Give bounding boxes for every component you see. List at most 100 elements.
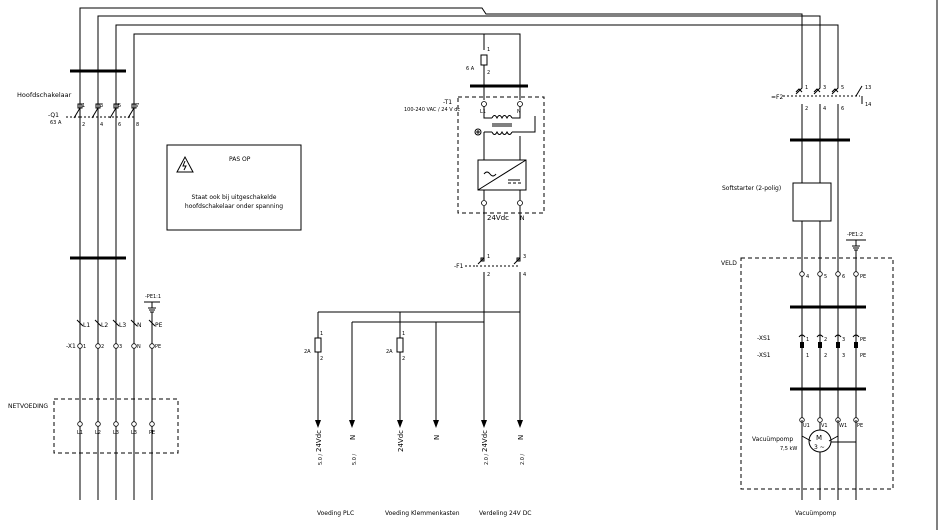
- svg-text:5.0 /: 5.0 /: [352, 453, 358, 465]
- fuse-2a-2: [396, 337, 404, 353]
- xs1-socket: [816, 334, 824, 338]
- q1-bot-2: 2: [82, 122, 85, 128]
- svg-text:3: 3: [842, 337, 845, 343]
- q1-bot-4: 4: [100, 122, 103, 128]
- ground-icon: [148, 307, 156, 313]
- q1-contact: [73, 107, 81, 119]
- svg-text:N: N: [349, 435, 357, 440]
- mains-terminal: [113, 421, 119, 427]
- softstarter: Softstarter (2-polig): [722, 182, 832, 222]
- power-supply-t1: -T1 100-240 VAC / 24 V dc L1 N 24Vdc N: [404, 96, 545, 258]
- x1-num-N: N: [137, 344, 141, 350]
- q1-top-3: 3: [100, 103, 103, 109]
- q1-bot-8: 8: [136, 122, 139, 128]
- top-feeder-wires: [79, 7, 839, 500]
- svg-text:2.0 /: 2.0 /: [520, 453, 526, 465]
- svg-text:4: 4: [806, 274, 809, 280]
- earth-symbol-icon: [474, 128, 482, 136]
- x1-num-1: 1: [83, 344, 86, 350]
- svg-text:L1: L1: [480, 109, 486, 115]
- svg-text:14: 14: [865, 102, 871, 108]
- mains-title: NETVOEDING: [8, 403, 48, 410]
- svg-text:1: 1: [320, 331, 323, 337]
- svg-text:4: 4: [823, 106, 826, 112]
- mains-label-2: L2: [95, 430, 101, 436]
- svg-text:2: 2: [824, 353, 827, 359]
- motor-name: Vacuümpomp: [752, 436, 793, 443]
- svg-text:3: 3: [842, 353, 845, 359]
- svg-text:W1: W1: [839, 423, 847, 429]
- x1-tag: -X1: [66, 343, 76, 350]
- field-terminal: [799, 271, 805, 277]
- svg-text:3 ~: 3 ~: [814, 444, 825, 451]
- svg-text:2A: 2A: [386, 349, 393, 355]
- svg-text:1: 1: [402, 331, 405, 337]
- pe-left-label: -PE1:1: [145, 294, 161, 300]
- t1-out-24vdc: 24Vdc: [487, 214, 509, 222]
- q1-top-5: 5: [118, 103, 121, 109]
- field-terminal: [853, 271, 859, 277]
- warning-heading: PAS OP: [229, 156, 251, 163]
- xs1-pin: [854, 342, 858, 348]
- q1-contact-mark: [95, 103, 101, 109]
- pe-right-terminal: -PE1:2: [846, 232, 866, 500]
- main-switch-q1: Hoofdschakelaar -Q1 63 A 1 3 5 7 2 4 6 8: [17, 69, 139, 260]
- fuse-2a-1: [314, 337, 322, 353]
- svg-text:5.0 /: 5.0 /: [318, 453, 324, 465]
- mains-label-3: L3: [113, 430, 119, 436]
- svg-text:1: 1: [806, 337, 809, 343]
- f1-tag: -F1: [454, 263, 464, 270]
- q1-contact: [109, 107, 117, 119]
- svg-text:N: N: [517, 435, 525, 440]
- svg-text:V1: V1: [821, 423, 828, 429]
- fuse-6a: 1 2 6 A: [466, 47, 528, 100]
- xs1-tag-top: -XS1: [757, 335, 771, 342]
- breaker-f1: -F1 1 3 2 4: [454, 254, 526, 312]
- x1-terminal: [149, 343, 155, 349]
- x1-terminals: -X1 L1 L2 L3 N PE 1 2 3 N PE: [66, 319, 163, 350]
- output-arrow-icon: [481, 420, 487, 428]
- q1-contact-mark: [113, 103, 119, 109]
- x1-tick: [94, 319, 102, 327]
- f2-tag: =F2: [771, 94, 783, 101]
- xs1-socket: [834, 334, 842, 338]
- x1-num-3: 3: [119, 344, 122, 350]
- x1-terminal: [95, 343, 101, 349]
- x1-tick: [130, 319, 138, 327]
- output-arrow-icon: [349, 420, 355, 428]
- x1-terminal: [77, 343, 83, 349]
- output-arrow-icon: [315, 420, 321, 428]
- main-switch-title: Hoofdschakelaar: [17, 91, 72, 99]
- softstarter-label: Softstarter (2-polig): [722, 185, 781, 192]
- motor-icon: [808, 429, 832, 453]
- svg-text:3: 3: [523, 254, 526, 260]
- q1-top-7: 7: [136, 103, 139, 109]
- t1-spec: 100-240 VAC / 24 V dc: [404, 107, 460, 113]
- mains-terminal: [77, 421, 83, 427]
- svg-text:24Vdc: 24Vdc: [315, 430, 323, 452]
- xs1-socket: [852, 334, 860, 338]
- output-arrow-icon: [433, 420, 439, 428]
- x1-terminal: [131, 343, 137, 349]
- warning-icon: [176, 155, 194, 173]
- warning-box: PAS OP Staat ook bij uitgeschakelde hoof…: [166, 144, 302, 231]
- motor-power: 7,5 kW: [780, 446, 797, 452]
- svg-text:13: 13: [865, 85, 871, 91]
- x1-label-PE: PE: [155, 322, 163, 329]
- field-box: VELD 4 5 6 PE -XS1 -XS1 1 2 3 PE 1 2 3 P…: [721, 257, 894, 490]
- svg-text:5: 5: [824, 274, 827, 280]
- mains-terminal: [95, 421, 101, 427]
- svg-text:1: 1: [805, 85, 808, 91]
- t1-out-n: N: [520, 215, 525, 222]
- footer-vacuumpomp: Vacuümpomp: [795, 510, 836, 517]
- svg-text:PE: PE: [860, 353, 866, 359]
- rectifier-icon: [477, 159, 527, 191]
- warning-line-2: hoofdschakelaar onder spanning: [185, 203, 283, 210]
- svg-text:6: 6: [841, 106, 844, 112]
- x1-terminal: [113, 343, 119, 349]
- x1-label-L3: L3: [119, 322, 126, 329]
- xs1-pin: [836, 342, 840, 348]
- svg-text:2: 2: [805, 106, 808, 112]
- q1-contact: [91, 107, 99, 119]
